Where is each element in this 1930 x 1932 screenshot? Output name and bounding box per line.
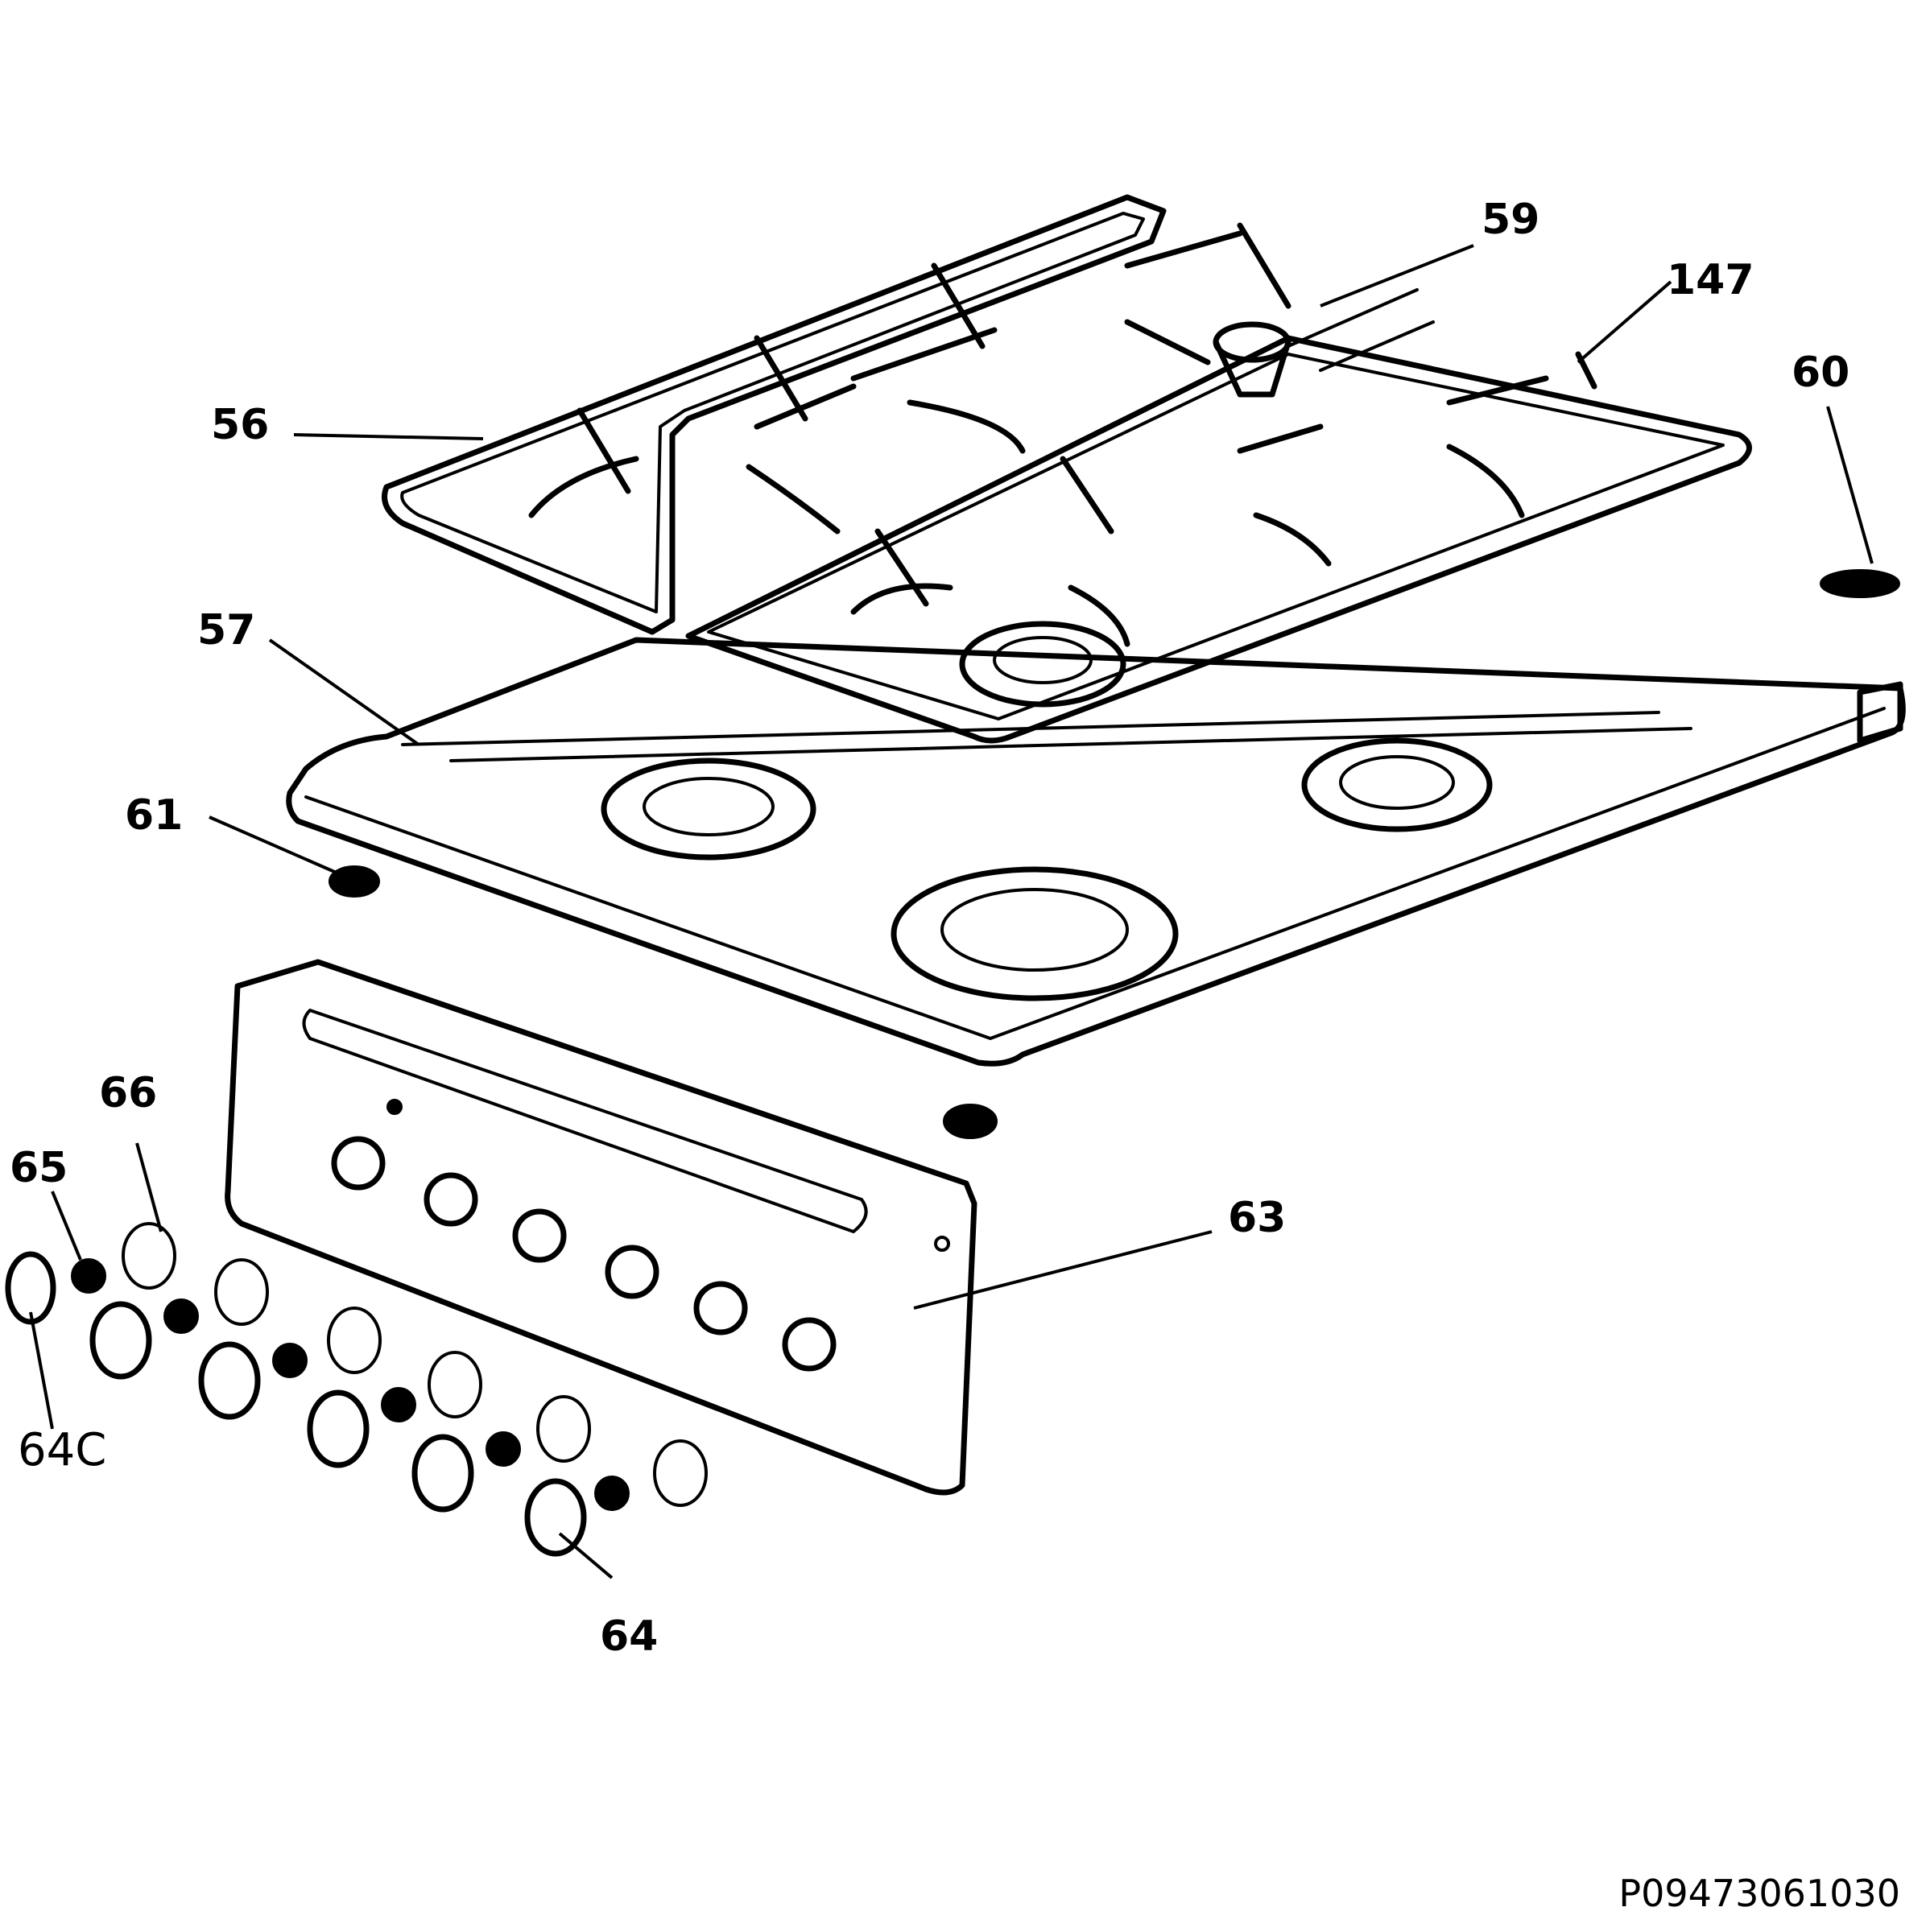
callout-64: 64 xyxy=(600,1612,658,1661)
control-panel xyxy=(225,959,977,1496)
callout-147: 147 xyxy=(1667,256,1754,304)
callout-64c: 64C xyxy=(18,1424,106,1476)
callout-65: 65 xyxy=(10,1144,68,1192)
callout-56: 56 xyxy=(211,401,269,449)
callout-63: 63 xyxy=(1228,1194,1286,1242)
callout-57: 57 xyxy=(197,606,255,654)
callout-66: 66 xyxy=(99,1069,157,1117)
drawing-id: P09473061030 xyxy=(1618,1872,1900,1915)
control-knobs xyxy=(5,1222,708,1557)
leader-lines xyxy=(29,244,1874,1579)
hob-top-panel xyxy=(286,621,1906,1067)
callout-60: 60 xyxy=(1792,349,1849,397)
callout-59: 59 xyxy=(1482,196,1539,244)
pan-support-grid xyxy=(382,194,1752,744)
fixing-clips xyxy=(329,569,1900,1139)
callout-61: 61 xyxy=(125,791,183,840)
